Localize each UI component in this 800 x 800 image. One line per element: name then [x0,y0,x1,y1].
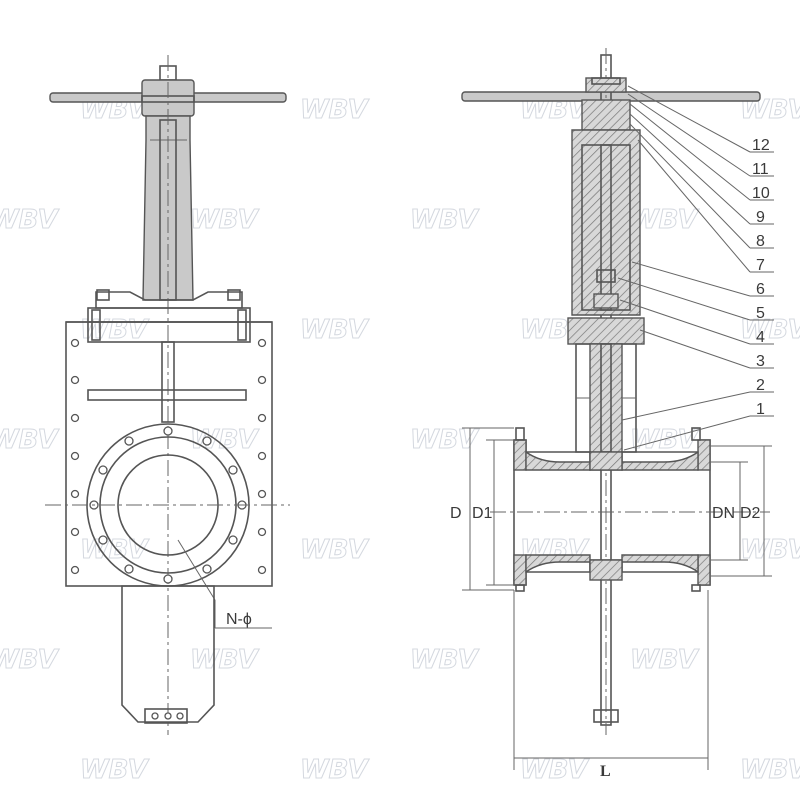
watermark-text: WBV [300,95,369,125]
watermark-text: WBV [740,755,800,785]
watermark-text: WBV [80,315,149,345]
lower-body [121,585,215,723]
part-number-2: 2 [756,377,765,394]
watermark-text: WBV [630,645,699,675]
watermark-text: WBV [630,425,699,455]
dim-l-label: L [600,763,611,780]
part-number-4: 4 [756,329,765,346]
watermark-text: WBV [0,645,59,675]
part-number-1: 1 [756,401,765,418]
dim-d1-label: D1 [472,505,493,522]
watermark-text: WBV [300,755,369,785]
watermark-text: WBV [300,315,369,345]
part-number-5: 5 [756,305,765,322]
part-number-8: 8 [756,233,765,250]
part-numbers: 12 11 10 9 8 7 6 5 4 3 2 1 [752,137,770,418]
watermark-text: WBV [410,425,479,455]
watermark-text: WBV [0,205,59,235]
part-number-11: 11 [752,161,769,178]
part-number-7: 7 [756,257,765,274]
dim-d2-label: D2 [740,505,761,522]
part-number-9: 9 [756,209,765,226]
watermark-text: WBV [80,535,149,565]
n-phi-label: N-ϕ [226,611,252,628]
front-view: N-ϕ [45,55,290,735]
part-number-12: 12 [752,137,770,154]
watermark-text: WBV [80,755,149,785]
watermark-text: WBV [410,645,479,675]
side-bonnet [571,129,641,316]
dim-d-label: D [450,505,462,522]
watermark-text: WBV [740,535,800,565]
watermark-text: WBV [630,205,699,235]
side-bonnet-flange [567,317,645,345]
part-number-6: 6 [756,281,765,298]
part-number-3: 3 [756,353,765,370]
watermark-text: WBV [0,425,59,455]
side-bolt-holes [70,338,267,575]
part-leaders [617,85,774,451]
watermark-text: WBV [300,535,369,565]
watermark-layer: WBV WBV WBV WBV WBV WBV WBV WBV WBV WBV … [0,95,800,786]
dim-dn-label: DN [712,505,735,522]
watermark-text: WBV [190,645,259,675]
watermark-text: WBV [190,205,259,235]
watermark-text: WBV [410,205,479,235]
side-view: D D1 DN D2 L 12 [450,48,774,780]
gate-crossbar [87,389,247,401]
part-number-10: 10 [752,185,770,202]
watermark-text: WBV [190,425,259,455]
watermark-text: WBV [520,755,589,785]
